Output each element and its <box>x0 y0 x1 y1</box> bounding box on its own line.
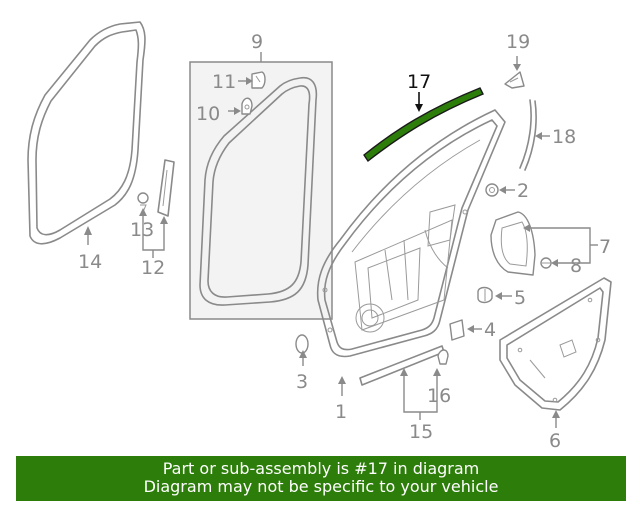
arrow-2 <box>499 186 506 194</box>
callout-4: 4 <box>484 319 496 341</box>
callout-14: 14 <box>78 251 102 273</box>
clip-part-8[interactable] <box>540 257 552 269</box>
arrow-1 <box>338 376 346 384</box>
callout-15: 15 <box>409 421 433 443</box>
weatherstrip-part-14[interactable] <box>27 21 146 245</box>
arrow-6 <box>552 410 560 418</box>
arrow-7 <box>523 224 530 232</box>
trim-piece-part-12[interactable] <box>157 159 175 217</box>
arrow-19 <box>513 64 521 71</box>
callout-18: 18 <box>552 126 576 148</box>
info-banner: Part or sub-assembly is #17 in diagram D… <box>16 456 626 501</box>
door-weatherstrip-part-9[interactable] <box>199 76 318 306</box>
callout-19: 19 <box>506 31 530 53</box>
callout-7: 7 <box>599 236 611 258</box>
door-shell-part-1[interactable] <box>316 109 506 358</box>
group-box-9 <box>189 61 333 320</box>
callout-16: 16 <box>427 385 451 407</box>
bracket-part-19[interactable] <box>504 71 525 89</box>
callout-1: 1 <box>335 401 347 423</box>
callout-12: 12 <box>141 257 165 279</box>
arrow-12 <box>160 216 168 224</box>
arrow-5 <box>495 292 502 300</box>
parts-diagram: 14 13 12 9 11 10 17 19 <box>27 21 612 452</box>
clip-part-13[interactable] <box>137 192 149 213</box>
callout-9: 9 <box>251 31 263 53</box>
banner-line-2: Diagram may not be specific to your vehi… <box>143 477 499 496</box>
bumper-part-5[interactable] <box>477 286 493 304</box>
pad-part-4[interactable] <box>449 319 465 341</box>
arrow-10 <box>234 107 241 115</box>
callout-11: 11 <box>212 71 236 93</box>
arrow-3 <box>299 350 307 358</box>
speaker-bracket-part-7[interactable] <box>490 211 536 276</box>
arrow-11 <box>246 77 253 85</box>
arrow-17 <box>415 104 423 112</box>
molding-part-18[interactable] <box>519 99 537 171</box>
clip-part-16[interactable] <box>437 349 449 365</box>
callout-6: 6 <box>549 430 561 452</box>
plug-part-3[interactable] <box>295 334 309 354</box>
highlighted-trim-part-17[interactable] <box>363 87 484 163</box>
callout-8: 8 <box>570 255 582 277</box>
arrow-14 <box>84 226 92 235</box>
arrow-18 <box>535 132 542 140</box>
clip-part-10[interactable] <box>241 97 253 115</box>
callout-3: 3 <box>296 371 308 393</box>
grommet-part-2[interactable] <box>485 183 499 197</box>
callout-17: 17 <box>407 71 431 93</box>
callout-13: 13 <box>130 219 154 241</box>
arrow-8 <box>551 259 558 267</box>
callout-5: 5 <box>514 287 526 309</box>
callout-10: 10 <box>196 103 220 125</box>
inner-panel-part-6[interactable] <box>499 277 612 411</box>
arrow-16 <box>433 368 441 376</box>
sill-strip-part-15[interactable] <box>359 345 445 386</box>
clip-part-11[interactable] <box>251 71 266 89</box>
arrow-13 <box>139 208 147 216</box>
arrow-15 <box>400 368 408 376</box>
banner-line-1: Part or sub-assembly is #17 in diagram <box>162 459 480 478</box>
arrow-4 <box>467 325 474 333</box>
callout-2: 2 <box>517 180 529 202</box>
